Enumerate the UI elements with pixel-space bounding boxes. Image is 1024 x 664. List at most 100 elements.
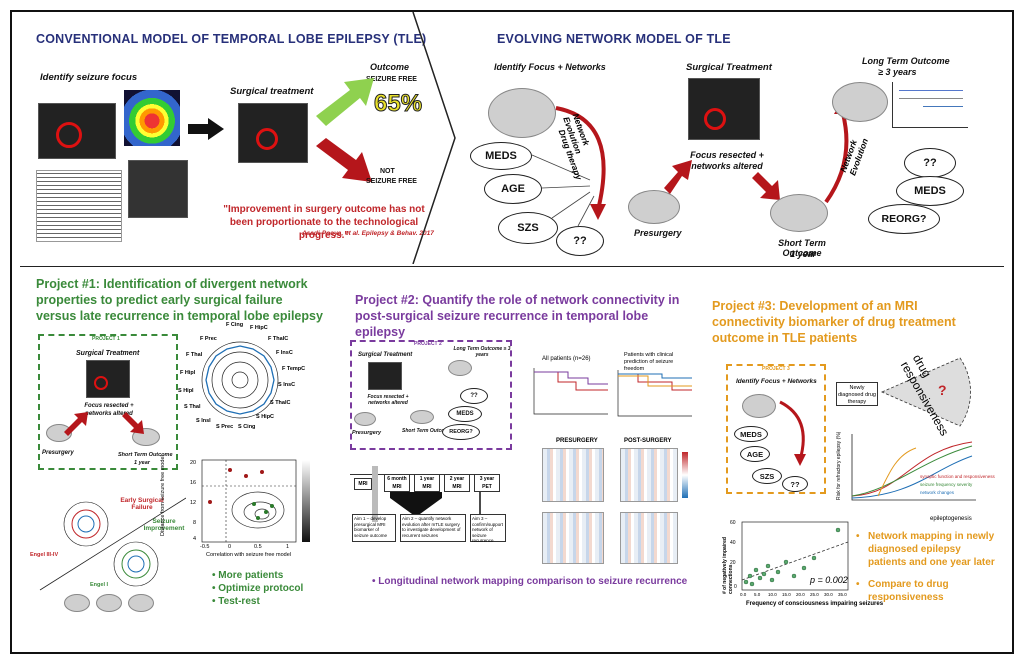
eeg-trace-image xyxy=(36,170,122,242)
p3-ytick-3: 0 xyxy=(734,584,737,590)
conventional-title: CONVENTIONAL MODEL OF TEMPORAL LOBE EPIL… xyxy=(36,32,427,46)
p3-factor-0: MEDS xyxy=(734,426,768,442)
radar-label-11: S Thal xyxy=(184,404,201,410)
focus-resected-label: Focus resected + networks altered xyxy=(690,150,764,171)
timeline-mri-1: 6 month MRI xyxy=(384,474,410,492)
seizure-focus-circle xyxy=(56,122,82,148)
timeline-mri-0: MRI xyxy=(354,478,372,490)
radar-label-4: F TempC xyxy=(282,366,306,372)
project2-tag: PROJECT 2 xyxy=(414,341,442,347)
aim-2-box: Aim 2 – quantify network evolution after… xyxy=(400,514,466,542)
long-term-mini-chart xyxy=(892,82,968,128)
p3-identify-label: Identify Focus + Networks xyxy=(736,378,817,385)
p1-oneyear-label: 1 year xyxy=(134,460,150,466)
p1-presurgery-brain xyxy=(46,424,72,442)
surgical-treatment-label-right: Surgical Treatment xyxy=(686,62,772,73)
p3-risk-curve xyxy=(851,434,976,501)
factor-unknown: ?? xyxy=(556,226,604,256)
brain-network-image xyxy=(488,88,556,138)
resection-circle-right xyxy=(704,108,726,130)
p2-heatmap-post-2 xyxy=(620,512,678,564)
p1-presurgery-label: Presurgery xyxy=(42,450,74,456)
p2-factor-1: MEDS xyxy=(448,406,482,422)
short-term-label: Short Term Outcome xyxy=(778,238,826,258)
project3-title: Project #3: Development of an MRI connec… xyxy=(712,299,956,345)
project3-tag: PROJECT 3 xyxy=(762,366,790,372)
project3-box xyxy=(726,364,826,494)
long-term-brain-image xyxy=(832,82,888,122)
short-term-brain-image xyxy=(770,194,828,232)
p2-presurgery-brain xyxy=(354,412,376,426)
p2-mri-image xyxy=(368,362,402,390)
radar-label-3: F InsC xyxy=(276,350,293,356)
presurgery-label: Presurgery xyxy=(634,228,682,238)
p3-ytick-0: 60 xyxy=(730,520,736,526)
project1-title: Project #1: Identification of divergent … xyxy=(36,277,323,323)
radar-chart xyxy=(201,341,279,419)
p2-heat-post-label: POST-SURGERY xyxy=(624,438,672,444)
p2-bullet: • Longitudinal network mapping compariso… xyxy=(372,576,688,587)
p3-wedge-chart xyxy=(880,357,971,427)
timeline-mri-2: 1 year MRI xyxy=(414,474,440,492)
evolving-title: EVOLVING NETWORK MODEL OF TLE xyxy=(497,32,731,46)
outcome-label: Outcome xyxy=(370,62,410,72)
p3-newly-diagnosed-box: Newly diagnosed drug therapy xyxy=(836,382,878,406)
timeline-surgery-bar xyxy=(372,466,378,522)
p2-surgical-label: Surgical Treatment xyxy=(358,352,413,358)
red-down-arrow-icon xyxy=(752,172,780,200)
evolution-arrows xyxy=(531,106,606,227)
p1-xtick-0: -0.5 xyxy=(200,544,210,550)
p1-resection-circle xyxy=(94,376,108,390)
radar-label-5: S InsC xyxy=(278,382,296,388)
project1-tag: PROJECT 1 xyxy=(92,336,120,342)
radar-label-14: F Thal xyxy=(186,352,203,358)
aim-1-box: Aim 1 – develop presurgical MRI biomarke… xyxy=(352,514,396,542)
p2-heat-pre-label: PRESURGERY xyxy=(556,438,598,444)
project2-box xyxy=(350,340,512,450)
p2-heatmap-pre-2 xyxy=(542,512,604,564)
surgical-treatment-label: Surgical treatment xyxy=(230,86,314,97)
p3-xtick-3: 15.0 xyxy=(782,592,791,597)
p1-ytick-3: 8 xyxy=(193,520,197,526)
not-seizure-free-label: SEIZURE FREE xyxy=(366,178,417,185)
p3-bullet-1: •Compare to drug responsiveness xyxy=(856,579,949,603)
green-arrow-icon xyxy=(316,78,374,126)
p3-scatter-ylabel: # of negatively impaired connections xyxy=(722,537,734,594)
pet-scan-image xyxy=(124,90,180,146)
p3-curve-ylabel: Risk for refractory epilepsy (%) xyxy=(836,431,842,500)
p3-xtick-7: 35.0 xyxy=(838,592,847,597)
p3-ytick-1: 40 xyxy=(730,540,736,546)
project1-box xyxy=(38,334,178,470)
p2-shortterm-brain xyxy=(410,410,434,424)
p2-shortterm-label: Short Term Outcome xyxy=(402,428,452,434)
p2-longterm-label: Long Term Outcome ≥ 3 years xyxy=(453,346,511,358)
presurgery-brain-image xyxy=(628,190,680,224)
p1-ytick-2: 12 xyxy=(190,500,197,506)
figure-frame xyxy=(10,10,1014,654)
p2-focus-label: Focus resected + networks altered xyxy=(367,394,409,406)
mri-coronal-image xyxy=(38,103,116,159)
long-term-label: Long Term Outcome xyxy=(862,56,950,66)
radar-label-9: S Prec xyxy=(216,424,234,430)
surgical-mri-image xyxy=(688,78,760,140)
p2-factor-2: REORG? xyxy=(442,424,480,440)
radar-label-7: S HipC xyxy=(256,414,275,420)
p2-survival-chart-1 xyxy=(533,368,608,415)
p1-ytick-4: 4 xyxy=(193,536,197,542)
p2-presurgery-label: Presurgery xyxy=(352,430,382,436)
project2-title: Project #2: Quantify the role of network… xyxy=(355,293,680,339)
p1-bullet-0: • More patients xyxy=(212,570,284,581)
p1-xtick-1: 0 xyxy=(228,544,232,550)
timeline-pet: 3 year PET xyxy=(474,474,500,492)
p3-xtick-1: 5.0 xyxy=(754,592,761,597)
p3-xtick-5: 25.0 xyxy=(810,592,819,597)
p1-brain-thumb-1 xyxy=(64,594,90,612)
p1-bullet-1: • Optimize protocol xyxy=(212,583,304,594)
p2-longterm-brain xyxy=(448,360,472,376)
radar-label-0: F Cing xyxy=(226,322,244,328)
p1-arrows xyxy=(64,412,144,436)
p1-shortterm-label: Short Term Outcome xyxy=(118,452,173,458)
success-percent: 65% xyxy=(373,90,423,118)
p3-question-mark: ? xyxy=(938,382,947,398)
radar-label-1: F HipC xyxy=(250,325,268,331)
